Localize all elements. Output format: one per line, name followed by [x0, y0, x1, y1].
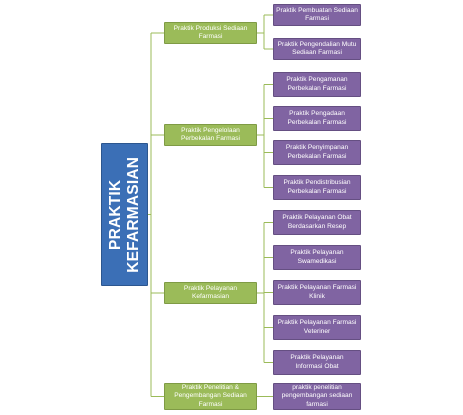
leaf-label: Praktik Pengendalian Mutu Sediaan Farmas… [277, 40, 357, 56]
leaf-node: Praktik Penyimpanan Perbekalan Farmasi [273, 140, 361, 165]
leaf-node: Praktik Pelayanan Obat Berdasarkan Resep [273, 210, 361, 235]
leaf-label: Praktik Pengadaan Perbekalan Farmasi [287, 110, 347, 126]
leaf-node: Praktik Pelayanan Swamedikasi [273, 245, 361, 270]
leaf-node: Praktik Pembuatan Sediaan Farmasi [273, 4, 361, 26]
leaf-node: Praktik Pelayanan Farmasi Klinik [273, 280, 361, 305]
leaf-label: Praktik Pelayanan Farmasi Veteriner [277, 319, 357, 335]
leaf-label: Praktik Pelayanan Obat Berdasarkan Resep [282, 214, 352, 230]
category-label: Praktik Pengelolaan Perbekalan Farmasi [180, 126, 240, 142]
leaf-node: Praktik Pengendalian Mutu Sediaan Farmas… [273, 38, 361, 60]
category-node-management: Praktik Pengelolaan Perbekalan Farmasi [164, 124, 257, 146]
leaf-label: Praktik Pendistribusian Perbekalan Farma… [283, 179, 351, 195]
leaf-label: Praktik Pembuatan Sediaan Farmasi [276, 6, 358, 22]
leaf-node: Praktik Pengamanan Perbekalan Farmasi [273, 72, 361, 97]
category-node-service: Praktik Pelayanan Kefarmasian [164, 282, 257, 304]
leaf-node: praktik penelitian pengembangan sediaan … [273, 383, 361, 410]
root-label-line-2: KEFARMASIAN [124, 156, 142, 273]
leaf-node: Praktik Pelayanan Farmasi Veteriner [273, 315, 361, 340]
leaf-label: praktik penelitian pengembangan sediaan … [281, 384, 353, 408]
leaf-label: Praktik Pengamanan Perbekalan Farmasi [286, 76, 348, 92]
category-label: Praktik Produksi Sediaan Farmasi [173, 24, 248, 40]
category-label: Praktik Pelayanan Kefarmasian [183, 284, 238, 300]
leaf-label: Praktik Pelayanan Swamedikasi [290, 249, 344, 265]
leaf-node: Praktik Pelayanan Informasi Obat [273, 350, 361, 375]
category-label: Praktik Penelitian & Pengembangan Sediaa… [174, 384, 247, 408]
leaf-label: Praktik Penyimpanan Perbekalan Farmasi [285, 144, 349, 160]
category-node-research: Praktik Penelitian & Pengembangan Sediaa… [164, 383, 257, 410]
root-label: PRAKTIK KEFARMASIAN [107, 157, 143, 273]
root-node: PRAKTIK KEFARMASIAN [101, 143, 148, 286]
leaf-node: Praktik Pengadaan Perbekalan Farmasi [273, 106, 361, 131]
leaf-label: Praktik Pelayanan Informasi Obat [290, 354, 344, 370]
leaf-label: Praktik Pelayanan Farmasi Klinik [277, 284, 357, 300]
category-node-production: Praktik Produksi Sediaan Farmasi [164, 22, 257, 44]
leaf-node: Praktik Pendistribusian Perbekalan Farma… [273, 175, 361, 200]
root-label-line-1: PRAKTIK [106, 179, 124, 250]
